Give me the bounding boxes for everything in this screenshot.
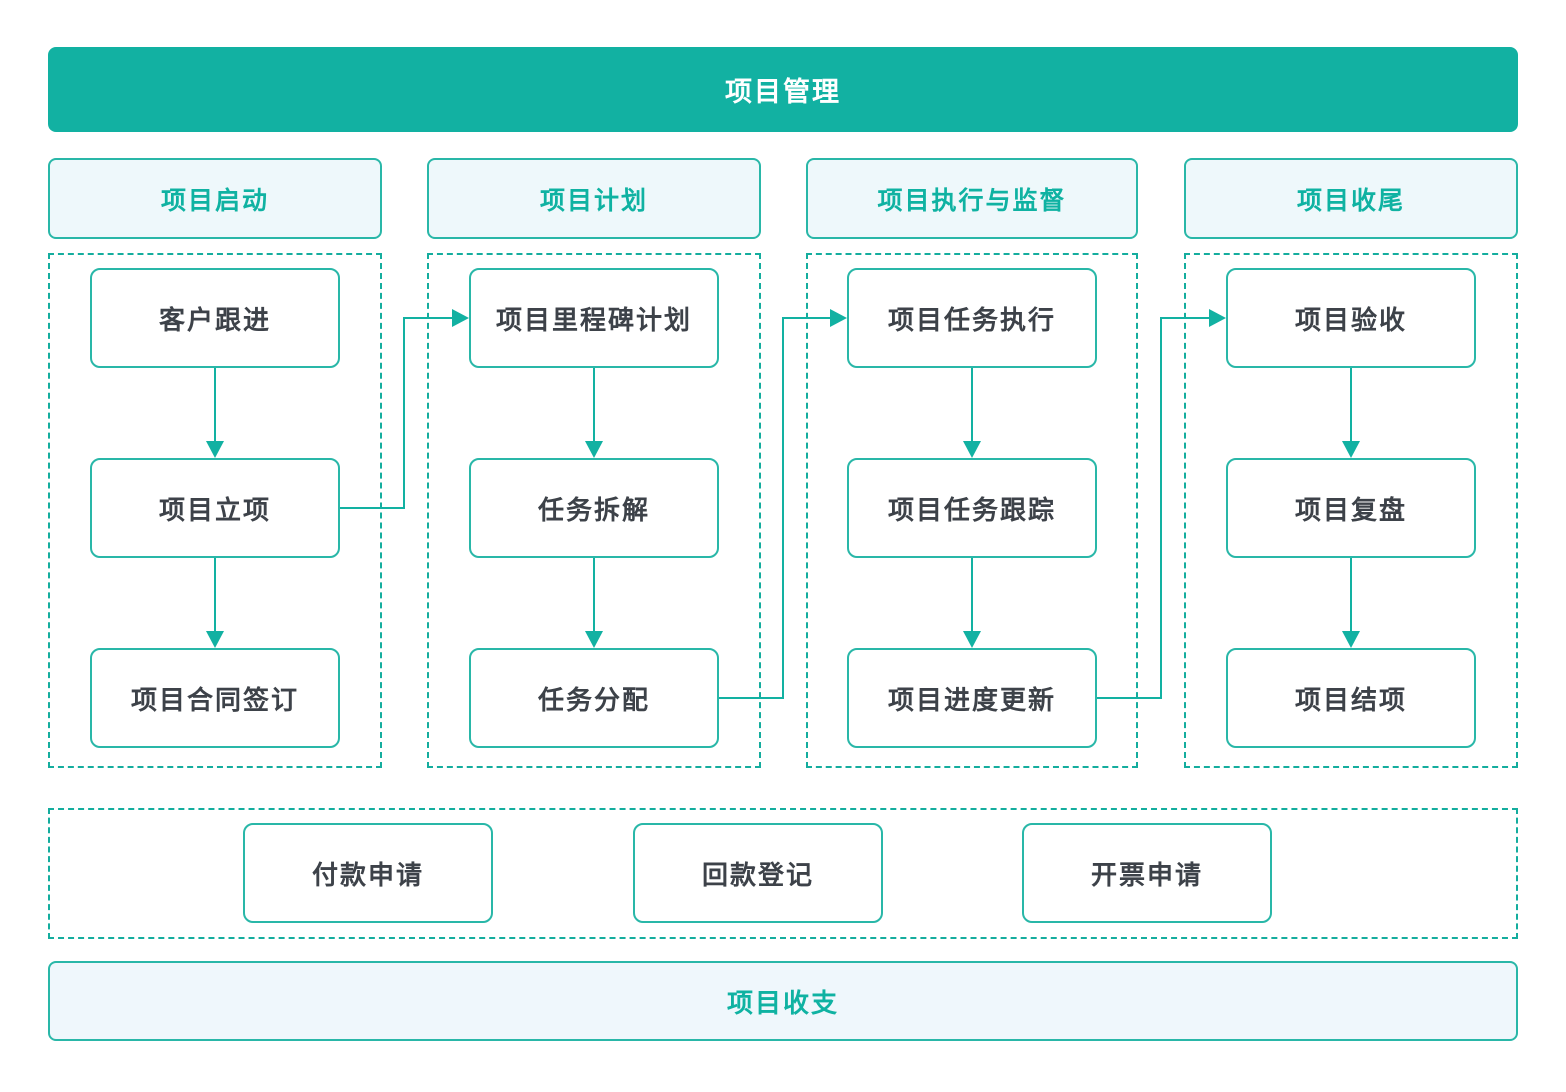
- column-header-closing: 项目收尾: [1184, 158, 1518, 239]
- node-label: 项目结项: [1294, 684, 1407, 715]
- node-label: 项目合同签订: [130, 684, 299, 715]
- node-label: 项目复盘: [1294, 494, 1407, 525]
- node-payment-collection-registration: 回款登记: [633, 823, 883, 923]
- column-header-initiation: 项目启动: [48, 158, 382, 239]
- column-header-planning: 项目计划: [427, 158, 761, 239]
- node-payment-request: 付款申请: [243, 823, 493, 923]
- node-label: 项目任务跟踪: [887, 494, 1056, 525]
- node-label: 客户跟进: [158, 304, 271, 335]
- footer-label: 项目收支: [726, 987, 839, 1018]
- node-label: 项目验收: [1294, 304, 1407, 335]
- node-progress-update: 项目进度更新: [847, 648, 1097, 748]
- node-project-review: 项目复盘: [1226, 458, 1476, 558]
- node-task-tracking: 项目任务跟踪: [847, 458, 1097, 558]
- column-header-label: 项目计划: [539, 186, 648, 215]
- node-label: 项目立项: [158, 494, 271, 525]
- node-task-assignment: 任务分配: [469, 648, 719, 748]
- node-label: 回款登记: [701, 859, 814, 890]
- node-project-initiation-approval: 项目立项: [90, 458, 340, 558]
- node-label: 任务拆解: [537, 494, 650, 525]
- node-label: 项目里程碑计划: [495, 304, 692, 335]
- column-frame-initiation: [48, 253, 382, 768]
- column-header-label: 项目收尾: [1296, 186, 1405, 215]
- node-label: 任务分配: [537, 684, 650, 715]
- node-customer-follow-up: 客户跟进: [90, 268, 340, 368]
- node-task-execution: 项目任务执行: [847, 268, 1097, 368]
- node-contract-signing: 项目合同签订: [90, 648, 340, 748]
- node-label: 项目进度更新: [887, 684, 1056, 715]
- diagram-title: 项目管理: [725, 77, 841, 107]
- node-label: 付款申请: [311, 859, 424, 890]
- node-invoice-request: 开票申请: [1022, 823, 1272, 923]
- node-project-acceptance: 项目验收: [1226, 268, 1476, 368]
- node-milestone-plan: 项目里程碑计划: [469, 268, 719, 368]
- column-header-execution-supervision: 项目执行与监督: [806, 158, 1138, 239]
- project-income-expense-banner: 项目收支: [48, 961, 1518, 1041]
- node-label: 开票申请: [1090, 859, 1203, 890]
- finance-frame: [48, 808, 1518, 939]
- diagram-title-banner: 项目管理: [48, 47, 1518, 132]
- node-label: 项目任务执行: [887, 304, 1056, 335]
- node-project-closing: 项目结项: [1226, 648, 1476, 748]
- column-header-label: 项目启动: [160, 186, 269, 215]
- column-header-label: 项目执行与监督: [877, 186, 1067, 215]
- node-task-breakdown: 任务拆解: [469, 458, 719, 558]
